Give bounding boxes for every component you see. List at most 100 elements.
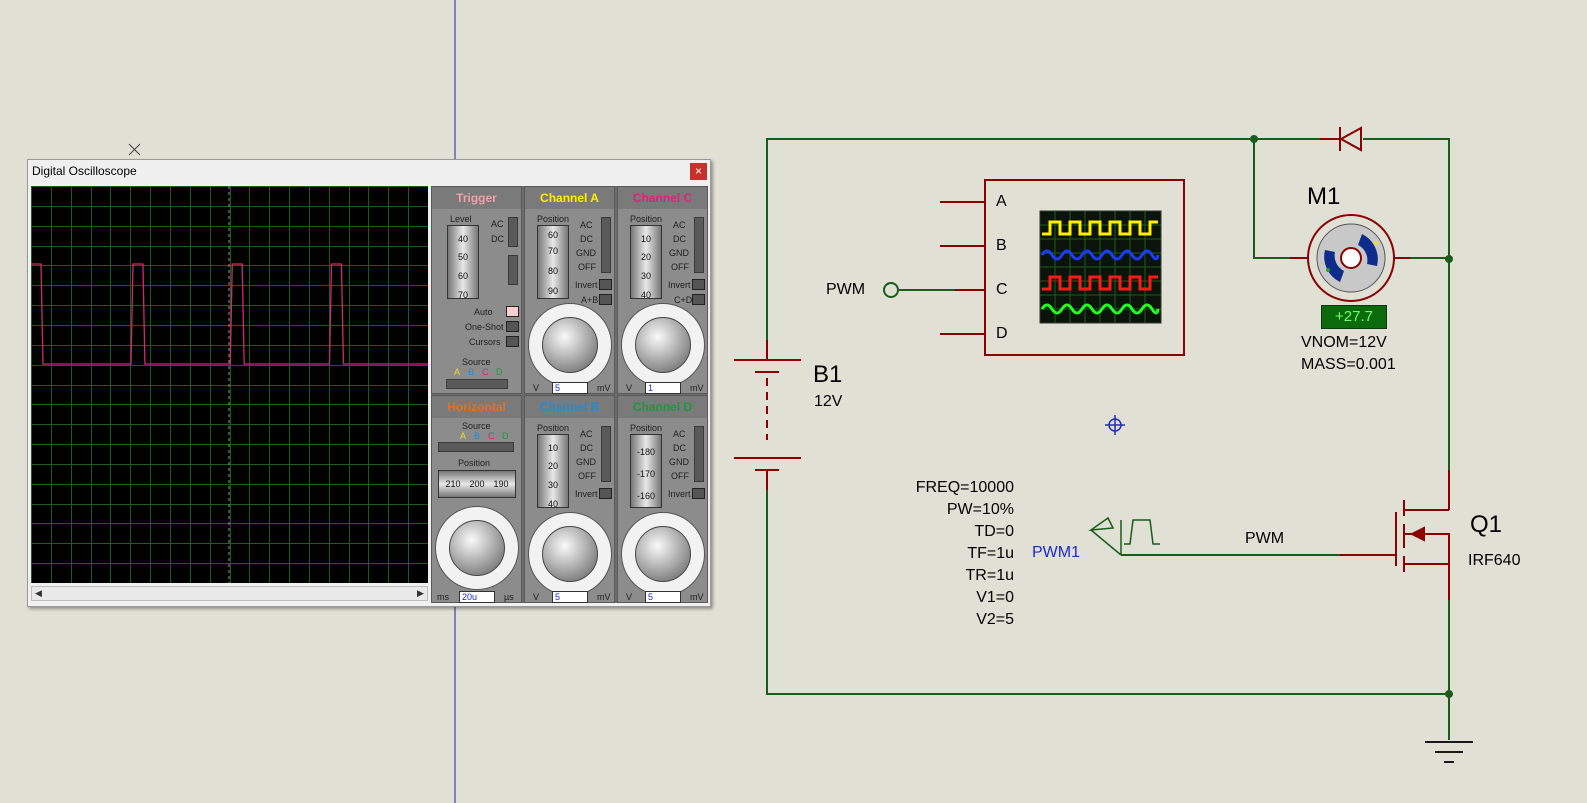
pwm-terminal-label: PWM: [826, 281, 866, 298]
channel-d-coupling-switch[interactable]: [694, 426, 704, 482]
channel-c-unit-v: V: [626, 383, 633, 393]
channel-a-unit-mv: mV: [597, 383, 611, 393]
channel-a-off: OFF: [578, 262, 596, 272]
timebase-knob[interactable]: [449, 520, 505, 576]
mini-trace-b: [1040, 249, 1160, 261]
cursors-button[interactable]: [506, 336, 519, 347]
channel-c-position-drum[interactable]: 10 20 30 40: [630, 225, 662, 300]
scope-terminal-label: B: [996, 237, 1007, 254]
trigger-source-a: A: [454, 367, 461, 377]
trigger-source-d: D: [496, 367, 503, 377]
channel-a-volt-field[interactable]: 5: [552, 382, 588, 394]
channel-c-ac: AC: [673, 220, 686, 230]
position-tick: -160: [636, 491, 655, 501]
channel-d-position-drum[interactable]: -180 -170 -160: [630, 434, 662, 508]
channel-a-coupling-switch[interactable]: [601, 217, 611, 273]
crosshair-icon: [1105, 415, 1125, 435]
mini-trace-c: [1042, 275, 1158, 291]
generator-param: TD=0: [974, 523, 1014, 540]
channel-d-volt-field[interactable]: 5: [645, 591, 681, 603]
mode-oneshot-label: One-Shot: [465, 322, 504, 332]
position-tick: 20: [547, 461, 558, 471]
position-tick: 30: [547, 480, 558, 490]
channel-d-volt-knob[interactable]: [635, 526, 691, 582]
oscilloscope-symbol: [940, 179, 1185, 356]
trigger-title: Trigger: [432, 187, 521, 209]
mode-cursors-label: Cursors: [469, 337, 501, 347]
trigger-source-c: C: [482, 367, 489, 377]
level-label: Level: [450, 214, 472, 224]
channel-d-unit-v: V: [626, 592, 633, 602]
coupling-switch[interactable]: [508, 217, 518, 247]
diode-symbol: [1320, 126, 1362, 152]
scroll-right-icon[interactable]: ▶: [417, 588, 424, 598]
channel-b-volt-knob[interactable]: [542, 526, 598, 582]
horizontal-position-label: Position: [458, 458, 491, 468]
channel-c-volt-knob[interactable]: [635, 317, 691, 373]
channel-c-unit-mv: mV: [690, 383, 704, 393]
channel-c-invert-button[interactable]: [692, 279, 705, 290]
channel-d-unit-mv: mV: [690, 592, 704, 602]
trigger-source-slider[interactable]: [446, 379, 508, 389]
oscilloscope-window[interactable]: Digital Oscilloscope × ◀ ▶ Trigger Level…: [27, 159, 711, 607]
horizontal-source-c: C: [488, 431, 495, 441]
channel-b-volt-field[interactable]: 5: [552, 591, 588, 603]
channel-c-volt-field[interactable]: 1: [645, 382, 681, 394]
channel-a-volt-knob[interactable]: [542, 317, 598, 373]
motor-param: MASS=0.001: [1301, 356, 1396, 373]
horizontal-position-drum[interactable]: 210 200 190: [438, 470, 516, 498]
channel-d-invert-label: Invert: [668, 489, 691, 499]
oneshot-button[interactable]: [506, 321, 519, 332]
channel-c-position-label: Position: [630, 214, 663, 224]
channel-c-title: Channel C: [618, 187, 707, 209]
channel-c-panel: Channel C Position 10 20 30 40 AC DC GND…: [617, 186, 708, 394]
horizontal-source-label: Source: [462, 421, 491, 431]
position-tick: 210: [445, 479, 461, 489]
timebase-field[interactable]: 20u: [459, 591, 495, 603]
channel-a-invert-button[interactable]: [599, 279, 612, 290]
trigger-source-label: Source: [462, 357, 491, 367]
channel-c-off: OFF: [671, 262, 689, 272]
level-drum[interactable]: 40 50 60 70: [447, 225, 479, 300]
channel-c-sum-button[interactable]: [692, 294, 705, 305]
channel-b-position-drum[interactable]: 10 20 30 40: [537, 434, 569, 509]
channel-c-coupling-switch[interactable]: [694, 217, 704, 273]
battery-symbol: [734, 340, 801, 490]
motor-ref[interactable]: M1: [1307, 183, 1341, 210]
battery-ref[interactable]: B1: [813, 361, 843, 388]
position-tick: 90: [547, 286, 558, 296]
timebase-unit-ms: ms: [437, 592, 449, 602]
channel-a-ac: AC: [580, 220, 593, 230]
channel-b-coupling-switch[interactable]: [601, 426, 611, 482]
motor-speed-readout: +27.7: [1321, 305, 1387, 329]
generator-param: V1=0: [976, 589, 1014, 606]
horizontal-scrollbar[interactable]: ◀ ▶: [31, 586, 428, 601]
auto-button[interactable]: [506, 306, 519, 317]
channel-c-invert-label: Invert: [668, 280, 691, 290]
channel-b-invert-button[interactable]: [599, 488, 612, 499]
coupling-ac: AC: [491, 219, 504, 229]
channel-d-gnd: GND: [669, 457, 689, 467]
close-button[interactable]: ×: [690, 163, 707, 180]
channel-c-sum-label: C+D: [674, 295, 693, 305]
timebase-unit-us: µs: [504, 592, 514, 602]
mosfet-ref[interactable]: Q1: [1470, 511, 1503, 538]
generator-param: FREQ=10000: [915, 479, 1014, 496]
horizontal-source-a: A: [460, 431, 467, 441]
channel-a-gnd: GND: [576, 248, 596, 258]
pwm-terminal-icon: [883, 282, 899, 298]
generator-ref[interactable]: PWM1: [1032, 544, 1080, 561]
channel-a-position-drum[interactable]: 60 70 80 90: [537, 225, 569, 299]
mosfet-symbol: [1340, 470, 1450, 600]
horizontal-source-b: B: [474, 431, 481, 441]
horizontal-source-slider[interactable]: [438, 442, 514, 452]
channel-d-invert-button[interactable]: [692, 488, 705, 499]
channel-b-position-label: Position: [537, 423, 570, 433]
position-tick: 70: [547, 246, 558, 256]
horizontal-panel: Horizontal Source A B C D Position 210 2…: [431, 395, 522, 603]
channel-a-sum-button[interactable]: [599, 294, 612, 305]
scroll-left-icon[interactable]: ◀: [35, 588, 42, 598]
position-tick: -170: [636, 469, 655, 479]
edge-switch[interactable]: [508, 255, 518, 285]
